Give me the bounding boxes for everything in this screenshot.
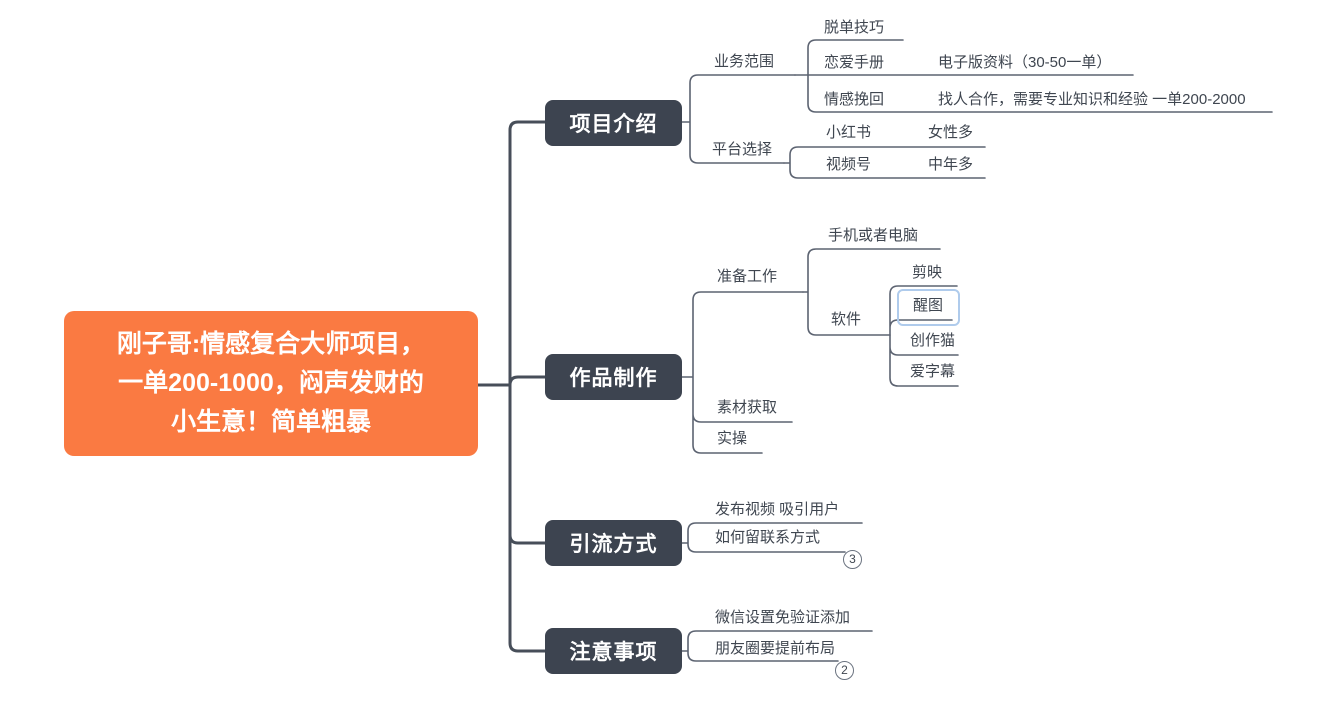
node-phone-pc[interactable]: 手机或者电脑 bbox=[828, 227, 919, 244]
node-female-more[interactable]: 女性多 bbox=[928, 124, 974, 141]
connector-prepare-children bbox=[802, 248, 941, 336]
connector-intro-children bbox=[681, 74, 796, 164]
node-practice[interactable]: 实操 bbox=[717, 430, 748, 447]
node-xingtu[interactable]: 醒图 bbox=[913, 297, 944, 314]
node-platform[interactable]: 平台选择 bbox=[712, 141, 773, 158]
node-material[interactable]: 素材获取 bbox=[717, 399, 778, 416]
node-leave-contact[interactable]: 如何留联系方式 bbox=[715, 529, 821, 546]
connector-software-children bbox=[889, 285, 959, 387]
node-software[interactable]: 软件 bbox=[831, 311, 862, 328]
connector-traffic-children bbox=[681, 522, 863, 553]
node-moments-layout[interactable]: 朋友圈要提前布局 bbox=[715, 640, 836, 657]
root-topic-line2: 一单200-1000，闷声发财的 bbox=[118, 369, 424, 397]
root-topic[interactable]: 刚子哥:情感复合大师项目， 一单200-1000，闷声发财的 小生意！简单粗暴 bbox=[64, 311, 478, 456]
connector-platform-children bbox=[783, 146, 986, 179]
node-prepare[interactable]: 准备工作 bbox=[717, 268, 778, 285]
badge-moments-count[interactable]: 2 bbox=[835, 661, 854, 680]
node-chuangzuomao[interactable]: 创作猫 bbox=[910, 332, 956, 349]
node-cooperate[interactable]: 找人合作，需要专业知识和经验 一单200-2000 bbox=[938, 91, 1246, 108]
badge-contact-count[interactable]: 3 bbox=[843, 550, 862, 569]
node-wechat-setting[interactable]: 微信设置免验证添加 bbox=[715, 609, 851, 626]
connector-notes-children bbox=[681, 630, 873, 662]
topic-production[interactable]: 作品制作 bbox=[545, 354, 682, 400]
node-middleage-more[interactable]: 中年多 bbox=[928, 156, 974, 173]
selection-box-xingtu bbox=[897, 289, 960, 326]
connector-trunk bbox=[474, 120, 547, 653]
node-jianying[interactable]: 剪映 bbox=[912, 264, 943, 281]
topic-traffic[interactable]: 引流方式 bbox=[545, 520, 682, 566]
node-biz-scope[interactable]: 业务范围 bbox=[714, 53, 775, 70]
node-single-skill[interactable]: 脱单技巧 bbox=[824, 19, 885, 36]
connector-bizscope-children bbox=[794, 39, 1273, 113]
root-topic-line3: 小生意！简单粗暴 bbox=[170, 408, 371, 436]
node-aizimu[interactable]: 爱字幕 bbox=[910, 363, 956, 380]
node-emotion-recover[interactable]: 情感挽回 bbox=[824, 91, 885, 108]
node-love-manual[interactable]: 恋爱手册 bbox=[824, 54, 885, 71]
topic-notes[interactable]: 注意事项 bbox=[545, 628, 682, 674]
node-ebook-price[interactable]: 电子版资料（30-50一单） bbox=[938, 54, 1112, 71]
connector-production-children bbox=[681, 291, 804, 454]
root-topic-line1: 刚子哥:情感复合大师项目， bbox=[116, 330, 426, 358]
node-shipinhao[interactable]: 视频号 bbox=[826, 156, 872, 173]
node-publish-video[interactable]: 发布视频 吸引用户 bbox=[715, 501, 840, 518]
topic-project-intro[interactable]: 项目介绍 bbox=[545, 100, 682, 146]
node-xiaohongshu[interactable]: 小红书 bbox=[826, 124, 872, 141]
